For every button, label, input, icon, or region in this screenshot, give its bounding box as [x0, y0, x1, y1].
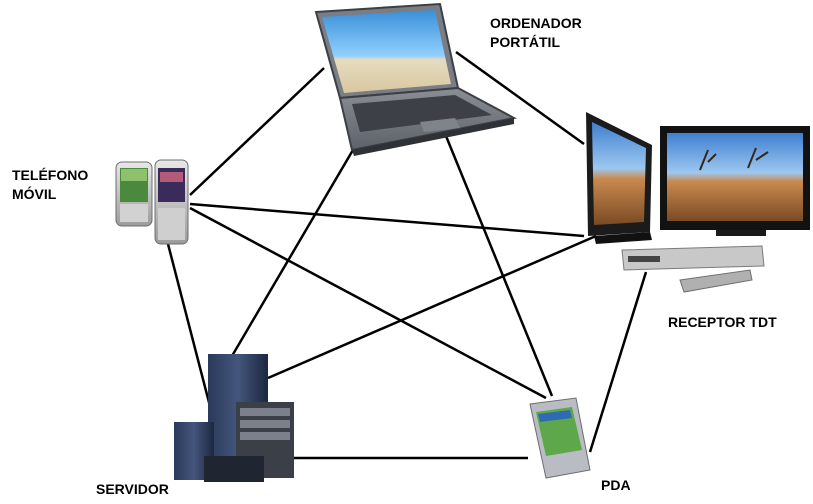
edge-phone-server [166, 243, 214, 415]
server-label: SERVIDOR [96, 480, 169, 499]
phone-label-line-2: MÓVIL [12, 186, 57, 202]
edge-phone-tv [189, 202, 585, 238]
edge-tv-pda [588, 271, 648, 453]
phone-label-line-1: TELÉFONO [12, 167, 89, 183]
mobile-phone-icon [115, 159, 189, 245]
pda-label: PDA [601, 476, 631, 495]
phone-label: TELÉFONO MÓVIL [12, 166, 88, 204]
pda-icon [529, 397, 591, 479]
laptop-icon [314, 2, 517, 156]
pda-label-line-1: PDA [601, 477, 631, 493]
edge-phone-pda [189, 206, 547, 400]
laptop-label-line-1: ORDENADOR [490, 15, 582, 31]
tv-label-line-1: RECEPTOR TDT [668, 314, 777, 330]
laptop-label: ORDENADOR PORTÁTIL [490, 14, 582, 52]
edge-tv-server [267, 234, 597, 380]
laptop-label-line-2: PORTÁTIL [490, 34, 560, 50]
edge-laptop-pda [444, 135, 554, 397]
server-icon [174, 354, 294, 482]
tv-label: RECEPTOR TDT [668, 313, 777, 332]
edge-laptop-phone [189, 67, 325, 196]
server-label-line-1: SERVIDOR [96, 481, 169, 497]
edge-laptop-server [230, 137, 362, 357]
edge-laptop-tv [455, 50, 585, 146]
connection-lines [166, 50, 648, 460]
tv-receiver-icon [586, 112, 810, 293]
